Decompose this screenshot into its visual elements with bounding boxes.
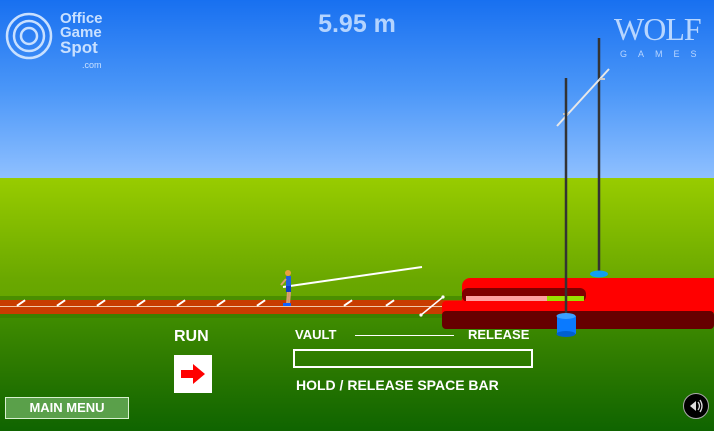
instructions: HOLD / RELEASE SPACE BAR bbox=[296, 377, 499, 393]
track-edge bbox=[0, 296, 714, 300]
wolfgames-sub: GAMES bbox=[620, 49, 708, 59]
track-line bbox=[0, 306, 470, 307]
plant-box-marker bbox=[419, 295, 445, 317]
vault-release-divider bbox=[355, 335, 454, 336]
main-menu-button[interactable]: MAIN MENU bbox=[5, 397, 129, 419]
logo-line-game: Game bbox=[60, 24, 102, 41]
release-label: RELEASE bbox=[468, 327, 530, 342]
logo-suffix: .com bbox=[82, 60, 102, 70]
track-bottom-edge bbox=[0, 314, 714, 318]
landing-mat-side bbox=[442, 311, 714, 329]
runway-track bbox=[0, 300, 470, 314]
wolfgames-name: WOLF bbox=[614, 11, 702, 47]
run-button[interactable] bbox=[174, 355, 212, 393]
arrow-right-icon bbox=[181, 364, 205, 384]
landing-mat-front bbox=[442, 301, 714, 313]
upright-back bbox=[590, 38, 608, 278]
run-label: RUN bbox=[174, 328, 209, 345]
vault-pole bbox=[282, 266, 423, 288]
vault-label: VAULT bbox=[295, 327, 337, 342]
speaker-icon bbox=[690, 399, 703, 413]
sky bbox=[0, 0, 714, 178]
officegamespot-logo[interactable]: Office Game Spot .com bbox=[6, 10, 106, 70]
upright-front bbox=[556, 78, 576, 337]
height-score: 5.95 m bbox=[318, 10, 396, 38]
logo-line-spot: Spot bbox=[60, 38, 98, 57]
power-meter bbox=[293, 349, 533, 368]
landing-mat-inner bbox=[466, 296, 584, 302]
logo-line-office: Office bbox=[60, 10, 103, 27]
athlete bbox=[280, 270, 291, 306]
sound-toggle-button[interactable] bbox=[683, 393, 709, 419]
officegamespot-logo-icon bbox=[5, 12, 53, 60]
wolfgames-logo[interactable]: WOLF GAMES bbox=[614, 8, 714, 63]
logo-text: Office Game Spot bbox=[60, 10, 103, 57]
